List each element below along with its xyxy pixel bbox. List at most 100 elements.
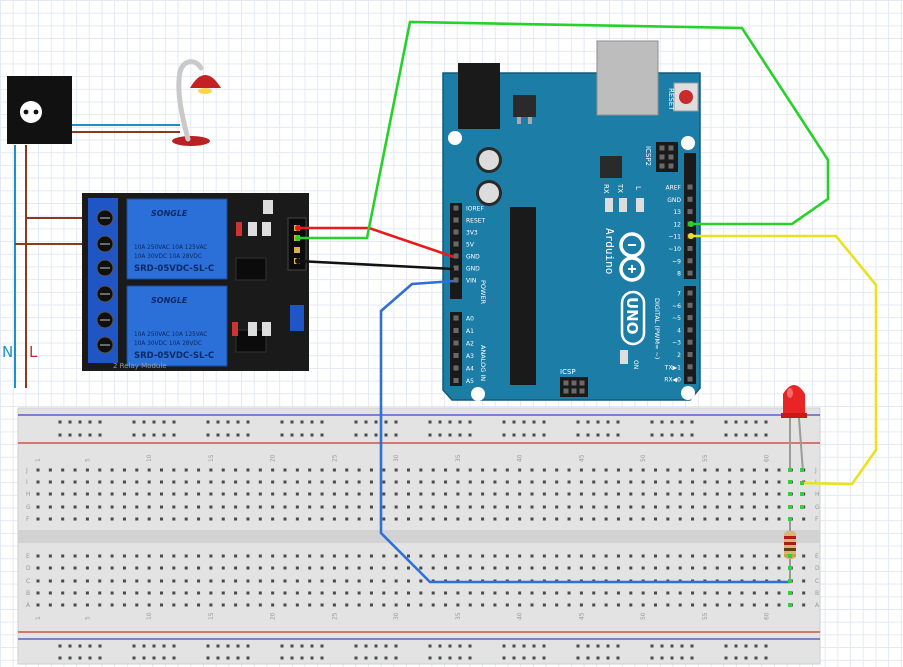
pin-label: A0 — [466, 316, 474, 323]
usb-port — [596, 40, 659, 116]
header-pin — [579, 388, 585, 394]
row-letter: J — [25, 467, 28, 474]
relay-header — [287, 217, 307, 271]
header-pin — [453, 277, 459, 283]
header-pin — [687, 246, 693, 251]
column-number: 45 — [578, 454, 585, 462]
wire-pin11-yellow — [691, 234, 878, 486]
active-hole — [788, 492, 792, 496]
row-letter: E — [815, 553, 819, 560]
pin-label: A2 — [466, 341, 474, 348]
active-hole — [788, 579, 792, 583]
relay-2-model: SRD-05VDC-SL-C — [134, 351, 214, 361]
icsp2-header — [656, 142, 678, 172]
column-number: 60 — [764, 454, 771, 462]
row-letter: B — [26, 590, 30, 597]
header-pin — [687, 327, 693, 333]
uno-label: UNO — [623, 297, 641, 335]
header-pin — [453, 328, 459, 333]
jumper-wires — [295, 20, 878, 584]
row-letter: H — [26, 491, 31, 498]
row-letter: I — [26, 479, 28, 486]
pin-label: GND — [466, 266, 480, 273]
breadboard-holes — [36, 420, 806, 660]
header-pin — [687, 302, 693, 308]
l-label: L — [634, 186, 642, 190]
pin-label: GND — [667, 197, 681, 204]
header-pin — [453, 265, 459, 271]
active-hole — [788, 468, 792, 472]
header-pin — [668, 154, 674, 160]
arduino-uno: RESET ICSP2 ICSP RX TX L ON Arduino — [442, 40, 701, 401]
tx-label: TX — [616, 183, 624, 193]
column-number: 30 — [393, 612, 400, 620]
header-pin — [453, 241, 459, 247]
row-letter: E — [26, 553, 30, 560]
neutral-label: N — [2, 343, 13, 361]
pin-label: ~10 — [668, 246, 681, 253]
relay-1-rating-2: 10A 30VDC 10A 28VDC — [134, 254, 202, 260]
pin-label: IOREF — [466, 206, 484, 213]
column-number: 10 — [146, 454, 153, 462]
header-pin — [668, 145, 674, 151]
row-letter: D — [815, 565, 820, 572]
header-pin — [659, 145, 665, 151]
resistor-smd-4 — [248, 322, 257, 336]
column-number: 35 — [455, 612, 462, 620]
row-letter: J — [814, 467, 817, 474]
row-letter: B — [815, 590, 819, 597]
relay-2 — [126, 285, 228, 367]
pin-label: ~11 — [668, 234, 681, 241]
column-number: 20 — [270, 612, 277, 620]
pin-label: GND — [466, 254, 480, 261]
mount-hole-2 — [681, 136, 695, 150]
pin-label: A3 — [466, 353, 474, 360]
relay-2-rating-2: 10A 30VDC 10A 28VDC — [134, 341, 202, 347]
icsp-label: ICSP — [560, 368, 576, 376]
digital-label: DIGITAL (PWM= ~) — [653, 298, 661, 359]
voltage-regulator — [513, 95, 536, 117]
row-letter: A — [26, 602, 31, 609]
pin-label: 4 — [677, 327, 681, 334]
header-pin — [453, 340, 459, 346]
column-number: 5 — [84, 616, 91, 620]
relay-2-brand: SONGLE — [151, 296, 188, 305]
header-pin — [453, 315, 459, 321]
row-letter: C — [815, 578, 819, 585]
header-pin — [687, 258, 693, 264]
resistor-smd-3 — [262, 222, 271, 236]
desk-lamp-icon — [172, 59, 221, 146]
icsp-header — [560, 377, 588, 397]
led-resistor-circuit — [781, 385, 807, 607]
header-pin — [579, 380, 585, 386]
resistor-smd-1 — [263, 200, 273, 214]
icsp2-label: ICSP2 — [644, 146, 652, 166]
active-hole — [788, 566, 792, 570]
connected-holes — [788, 468, 804, 607]
active-hole — [800, 505, 804, 509]
row-letter: G — [26, 504, 31, 511]
header-pin — [687, 270, 693, 276]
row-letter: C — [26, 578, 30, 585]
wire-gnd-blue — [379, 279, 790, 584]
relay-1 — [126, 198, 228, 280]
optocoupler-1 — [235, 257, 267, 281]
header-pin — [687, 290, 693, 296]
reset-button-cap[interactable] — [679, 90, 693, 104]
header-pin — [453, 205, 459, 211]
relay-board-label: 2 Relay Module — [113, 362, 167, 370]
socket-face-icon — [20, 101, 42, 123]
header-pin — [687, 209, 693, 215]
pin-label: ~3 — [672, 340, 681, 347]
header-pin — [687, 196, 693, 202]
led-smd-1 — [236, 222, 242, 236]
mount-hole-1 — [448, 131, 462, 145]
column-number: 10 — [146, 612, 153, 620]
column-number: 55 — [702, 454, 709, 462]
on-led — [620, 350, 628, 364]
on-label: ON — [632, 360, 639, 369]
pin-label: A5 — [466, 378, 474, 385]
pin-label: 8 — [677, 271, 681, 278]
